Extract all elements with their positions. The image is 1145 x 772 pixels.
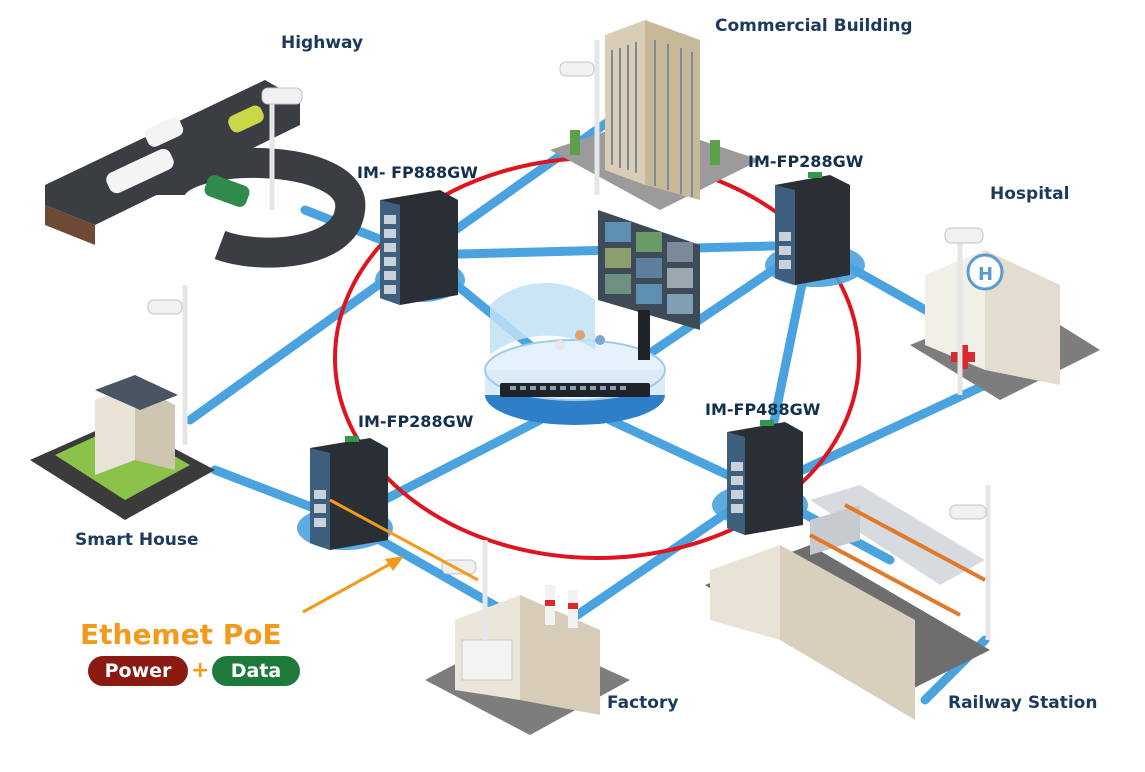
hospital-illustration: H <box>910 227 1100 400</box>
plus-sign: + <box>191 658 210 683</box>
commercial-building-illustration <box>550 20 760 210</box>
label-commercial-building: Commercial Building <box>715 16 913 36</box>
switch-im-fp288gw-top <box>775 172 850 285</box>
label-highway: Highway <box>281 33 364 53</box>
control-center-illustration <box>484 210 700 425</box>
label-device-bottom-left: IM-FP288GW <box>358 412 474 431</box>
label-factory: Factory <box>607 693 679 713</box>
poe-cable <box>329 498 479 582</box>
label-device-top-right: IM-FP288GW <box>748 152 864 171</box>
railway-station-illustration <box>705 485 991 720</box>
switch-im-fp888gw <box>380 190 458 305</box>
switch-im-fp288gw-bottom <box>310 436 388 550</box>
poe-arrow <box>302 498 479 614</box>
label-device-top-left: IM- FP888GW <box>357 163 478 182</box>
poe-arrow-head <box>385 556 404 571</box>
highway-illustration <box>45 80 366 268</box>
svg-text:H: H <box>978 264 993 285</box>
poe-title: Ethemet PoE <box>80 618 282 651</box>
smart-house-illustration <box>30 285 215 520</box>
label-hospital: Hospital <box>990 184 1070 204</box>
data-badge: Data <box>212 656 300 686</box>
power-badge: Power <box>88 656 188 686</box>
switch-im-fp488gw <box>727 420 803 535</box>
poe-arrow-line <box>302 561 393 614</box>
label-railway-station: Railway Station <box>948 693 1098 713</box>
label-smart-house: Smart House <box>75 530 199 550</box>
label-device-bottom-right: IM-FP488GW <box>705 400 821 419</box>
factory-illustration <box>425 540 630 735</box>
